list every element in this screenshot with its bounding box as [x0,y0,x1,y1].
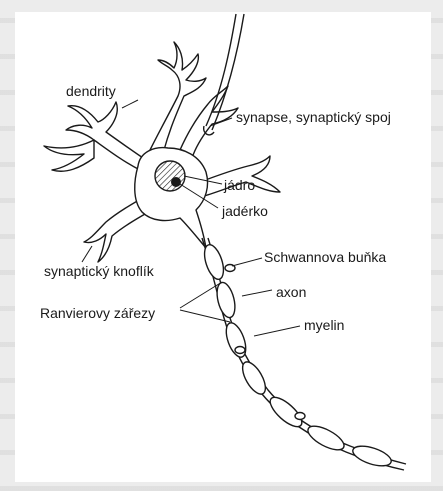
label-schwann-cell: Schwannova buňka [264,249,386,265]
label-synapse: synapse, synaptický spoj [236,109,391,125]
dendrite-upper-right [180,86,238,158]
label-myelin: myelin [304,317,344,333]
label-nucleolus: jadérko [221,203,268,219]
leader-axon [242,290,272,296]
nucleus-group [155,161,185,191]
label-axon: axon [276,284,306,300]
schwann-cell-3 [222,320,249,359]
schwann-nucleus-3 [295,413,305,420]
schwann-cell-2 [214,281,238,320]
schwann-cell-4 [238,358,270,397]
leader-ranvier-1 [180,282,222,308]
schwann-nucleus-2 [235,347,245,354]
axon-group [201,238,406,470]
nucleus [155,161,185,191]
label-ranvier-nodes: Ranvierovy zářezy [40,305,155,321]
schwann-cell-1 [201,242,227,281]
label-dendrites: dendrity [66,83,116,99]
schwann-cell-6 [305,422,348,455]
leader-schwann [232,258,262,266]
axon [202,238,404,470]
dendrite-far-left [44,140,94,171]
schwann-cell-7 [351,442,394,470]
neuron-outline [44,42,280,262]
label-synaptic-knob: synaptický knoflík [44,263,155,279]
label-nucleus: jádro [223,177,255,193]
leader-myelin [254,326,300,336]
nucleolus [171,177,181,187]
leader-dendrites [122,100,138,108]
leader-knob [82,246,92,262]
